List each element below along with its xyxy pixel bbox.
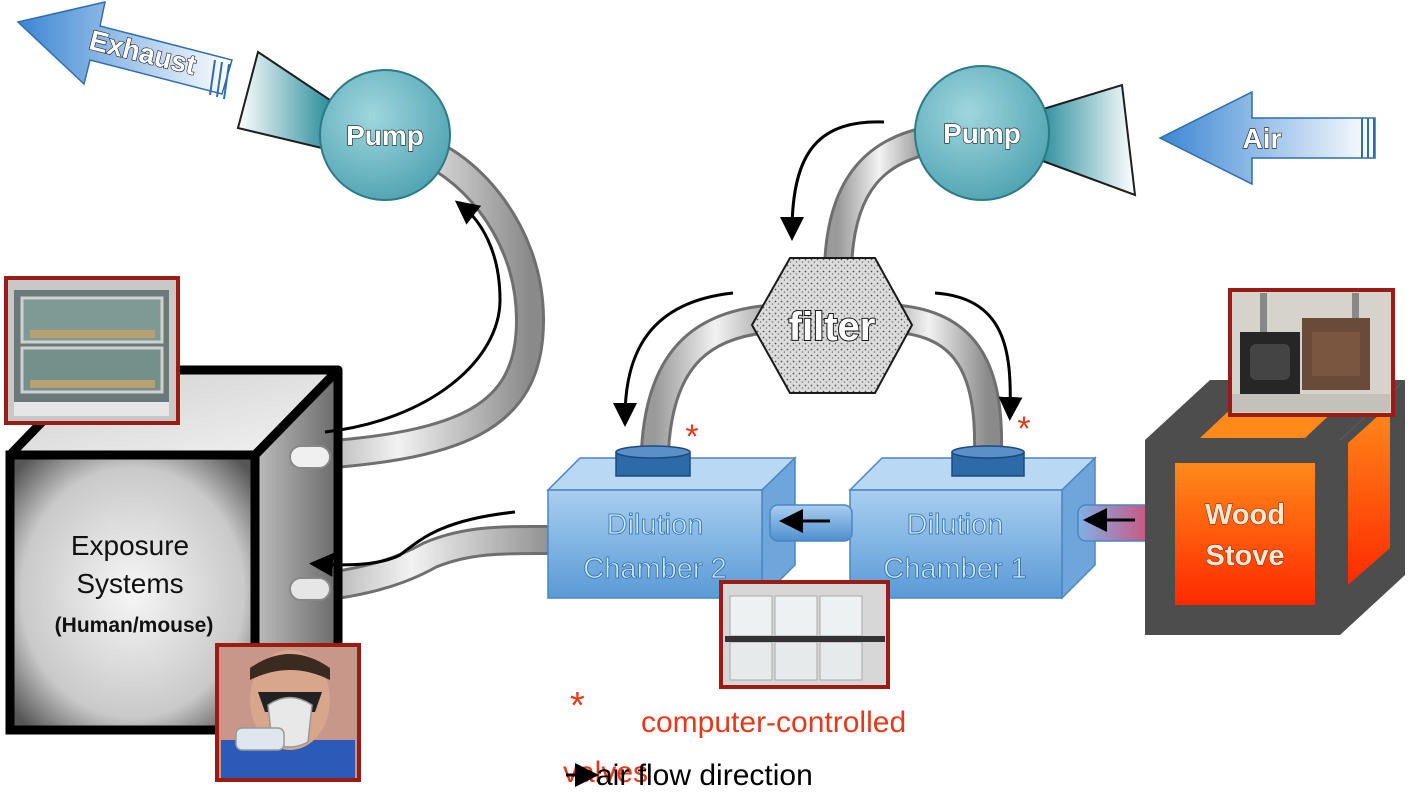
- exposure-label-line3: (Human/mouse): [55, 614, 214, 637]
- filter: filter: [750, 257, 914, 394]
- valve-asterisk-chamber2: *: [685, 418, 698, 456]
- right-pump-body: [914, 65, 1050, 201]
- flow-arrow-filter-to-chamber2: [613, 291, 734, 427]
- flow-arrow-filter-to-chamber1: [934, 291, 1023, 421]
- photo-mouse-chamber: [4, 276, 180, 425]
- dilution1-label-line2: Chamber 1: [883, 553, 1026, 585]
- dilution2-label-line2: Chamber 2: [583, 553, 726, 585]
- photo-wood-stoves: [1228, 288, 1395, 417]
- stove-label-line1: Wood: [1205, 499, 1285, 531]
- valve-chamber-2: [615, 445, 691, 477]
- dilution2-label-line1: Dilution: [607, 509, 704, 541]
- photo-dilution-chambers: [719, 580, 890, 689]
- stove-label-line2: Stove: [1206, 540, 1285, 572]
- tube-exposure-to-left-pump: [275, 135, 546, 472]
- left-pump-nozzle: [236, 50, 331, 152]
- left-pump: Pump: [236, 50, 451, 201]
- dilution-chamber-2: Dilution Chamber 2: [546, 456, 797, 600]
- flow-arrows: [309, 120, 1135, 577]
- exhaust-arrow: Exhaust: [16, 1, 233, 100]
- legend: * computer-controlled valves air flow di…: [563, 685, 906, 792]
- air-label: Air: [1243, 123, 1282, 154]
- right-pump-nozzle: [1039, 83, 1137, 197]
- chamber-connector: [769, 504, 853, 542]
- exposure-upper-port: [289, 445, 331, 469]
- wood-stove-box: Wood Stove: [1145, 380, 1405, 635]
- tube-right-pump-to-filter: [823, 125, 934, 271]
- legend-airflow-text: air flow direction: [596, 759, 813, 792]
- flow-arrow-pump-to-filter: [780, 120, 885, 241]
- air-arrow: Air: [1158, 90, 1376, 186]
- legend-asterisk: *: [570, 685, 585, 727]
- left-pump-body: [319, 69, 451, 201]
- exposure-lower-port: [289, 577, 331, 601]
- flow-arrow-exposure-to-pump: [324, 200, 502, 434]
- legend-valves-text: computer-controlled: [641, 706, 906, 739]
- stove-connector: [1077, 504, 1154, 542]
- filter-hexagon: [750, 257, 914, 394]
- left-pump-label: Pump: [346, 120, 424, 151]
- filter-label: filter: [789, 305, 876, 349]
- exposure-label-line2: Systems: [76, 568, 183, 599]
- flow-arrow-chamber2-to-exposure: [309, 510, 516, 577]
- valve-chamber-1: [951, 445, 1025, 477]
- dilution-chamber-1: Dilution Chamber 1: [848, 456, 1097, 600]
- valve-asterisk-chamber1: *: [1017, 410, 1030, 448]
- photo-human-mask: [215, 643, 361, 782]
- right-pump: Pump: [914, 65, 1137, 201]
- dilution1-label-line1: Dilution: [907, 509, 1004, 541]
- tube-chamber2-to-exposure: [288, 524, 561, 605]
- exposure-label-line1: Exposure: [71, 530, 189, 561]
- right-pump-label: Pump: [943, 118, 1021, 149]
